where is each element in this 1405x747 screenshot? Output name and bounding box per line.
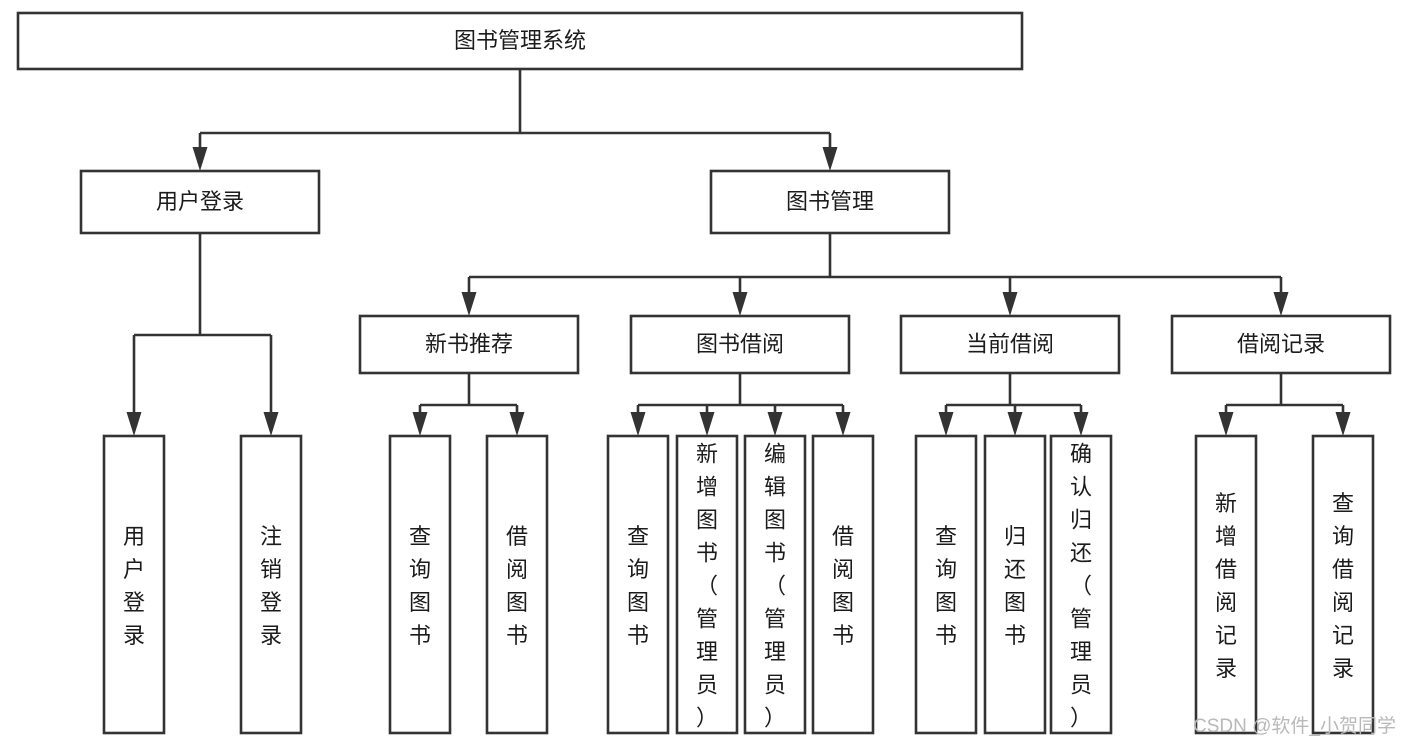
node-label: 图书管理 — [786, 189, 874, 214]
connector-group-current-borrow — [938, 373, 1089, 436]
node-root[interactable]: 图书管理系统 — [16, 11, 1024, 71]
node-leaf-confirm-return-admin[interactable]: 确认归还（管理员） — [1049, 434, 1113, 735]
node-box[interactable] — [1170, 314, 1392, 375]
node-label: 确认归还（管理员） — [1070, 442, 1092, 731]
node-label: 查询图书 — [627, 524, 649, 648]
connector-group-borrow-record — [1218, 373, 1351, 436]
node-label: 新书推荐 — [425, 331, 513, 356]
node-label: 借阅图书 — [832, 524, 854, 648]
node-box[interactable] — [709, 169, 951, 235]
node-label: 新增图书（管理员） — [696, 442, 718, 731]
node-label: 注销登录 — [260, 524, 282, 648]
arrow-head-icon — [1273, 292, 1289, 316]
arrow-head-icon — [1007, 412, 1023, 436]
arrow-head-icon — [126, 412, 142, 436]
node-box[interactable] — [239, 434, 303, 735]
arrow-head-icon — [509, 412, 525, 436]
arrow-head-icon — [412, 412, 428, 436]
arrow-head-icon — [1335, 412, 1351, 436]
node-box[interactable] — [606, 434, 670, 735]
node-label: 查询图书 — [409, 524, 431, 648]
node-borrow-record[interactable]: 借阅记录 — [1170, 314, 1392, 375]
node-leaf-edit-book-admin[interactable]: 编辑图书（管理员） — [743, 434, 807, 735]
arrow-head-icon — [822, 147, 838, 171]
node-box[interactable] — [983, 434, 1047, 735]
node-leaf-rec-borrow-book[interactable]: 借阅图书 — [485, 434, 549, 735]
node-box[interactable] — [675, 434, 739, 735]
node-box[interactable] — [1311, 434, 1375, 735]
node-box[interactable] — [16, 11, 1024, 71]
node-box[interactable] — [79, 169, 321, 235]
node-box[interactable] — [899, 314, 1121, 375]
arrow-head-icon — [938, 412, 954, 436]
node-label: 编辑图书（管理员） — [764, 442, 786, 731]
node-label: 新增借阅记录 — [1215, 491, 1237, 681]
arrow-head-icon — [263, 412, 279, 436]
connector-group-new-book-rec — [412, 373, 525, 436]
node-box[interactable] — [485, 434, 549, 735]
node-box[interactable] — [102, 434, 166, 735]
node-box[interactable] — [743, 434, 807, 735]
node-label: 用户登录 — [156, 189, 244, 214]
node-box[interactable] — [629, 314, 851, 375]
node-box[interactable] — [1049, 434, 1113, 735]
arrow-head-icon — [630, 412, 646, 436]
node-box[interactable] — [358, 314, 580, 375]
node-leaf-add-book-admin[interactable]: 新增图书（管理员） — [675, 434, 739, 735]
node-leaf-return-book[interactable]: 归还图书 — [983, 434, 1047, 735]
arrow-head-icon — [732, 292, 748, 316]
node-current-borrow[interactable]: 当前借阅 — [899, 314, 1121, 375]
node-book-manage[interactable]: 图书管理 — [709, 169, 951, 235]
node-leaf-cur-query-book[interactable]: 查询图书 — [914, 434, 978, 735]
node-leaf-query-borrow-record[interactable]: 查询借阅记录 — [1311, 434, 1375, 735]
node-label: 当前借阅 — [966, 331, 1054, 356]
node-label: 借阅图书 — [506, 524, 528, 648]
node-label: 查询借阅记录 — [1332, 491, 1354, 681]
arrow-head-icon — [835, 412, 851, 436]
node-box[interactable] — [1194, 434, 1258, 735]
node-leaf-logout[interactable]: 注销登录 — [239, 434, 303, 735]
arrow-head-icon — [699, 412, 715, 436]
arrow-head-icon — [461, 292, 477, 316]
node-leaf-borrow-book[interactable]: 借阅图书 — [811, 434, 875, 735]
node-label: 用户登录 — [123, 524, 145, 648]
connector-group-book-manage — [461, 233, 1289, 316]
node-label: 借阅记录 — [1237, 331, 1325, 356]
node-label: 图书管理系统 — [454, 28, 586, 53]
node-leaf-add-borrow-record[interactable]: 新增借阅记录 — [1194, 434, 1258, 735]
connector-group-root — [192, 69, 838, 171]
arrow-head-icon — [1002, 292, 1018, 316]
arrow-head-icon — [1073, 412, 1089, 436]
node-label: 查询图书 — [935, 524, 957, 648]
node-label: 图书借阅 — [696, 331, 784, 356]
node-leaf-borrow-query-book[interactable]: 查询图书 — [606, 434, 670, 735]
node-box[interactable] — [914, 434, 978, 735]
connector-group-user-login — [126, 233, 279, 436]
node-book-borrow[interactable]: 图书借阅 — [629, 314, 851, 375]
node-user-login[interactable]: 用户登录 — [79, 169, 321, 235]
connector-group-book-borrow — [630, 373, 851, 436]
connectors-layer — [126, 69, 1351, 436]
nodes-layer: 图书管理系统用户登录图书管理新书推荐图书借阅当前借阅借阅记录用户登录注销登录查询… — [16, 11, 1392, 735]
arrow-head-icon — [1218, 412, 1234, 436]
node-box[interactable] — [388, 434, 452, 735]
csdn-watermark: CSDN @软件_小贺同学 — [1193, 715, 1396, 737]
node-label: 归还图书 — [1004, 524, 1026, 648]
arrow-head-icon — [767, 412, 783, 436]
node-box[interactable] — [811, 434, 875, 735]
node-leaf-user-login[interactable]: 用户登录 — [102, 434, 166, 735]
node-leaf-rec-query-book[interactable]: 查询图书 — [388, 434, 452, 735]
arrow-head-icon — [192, 147, 208, 171]
node-new-book-rec[interactable]: 新书推荐 — [358, 314, 580, 375]
